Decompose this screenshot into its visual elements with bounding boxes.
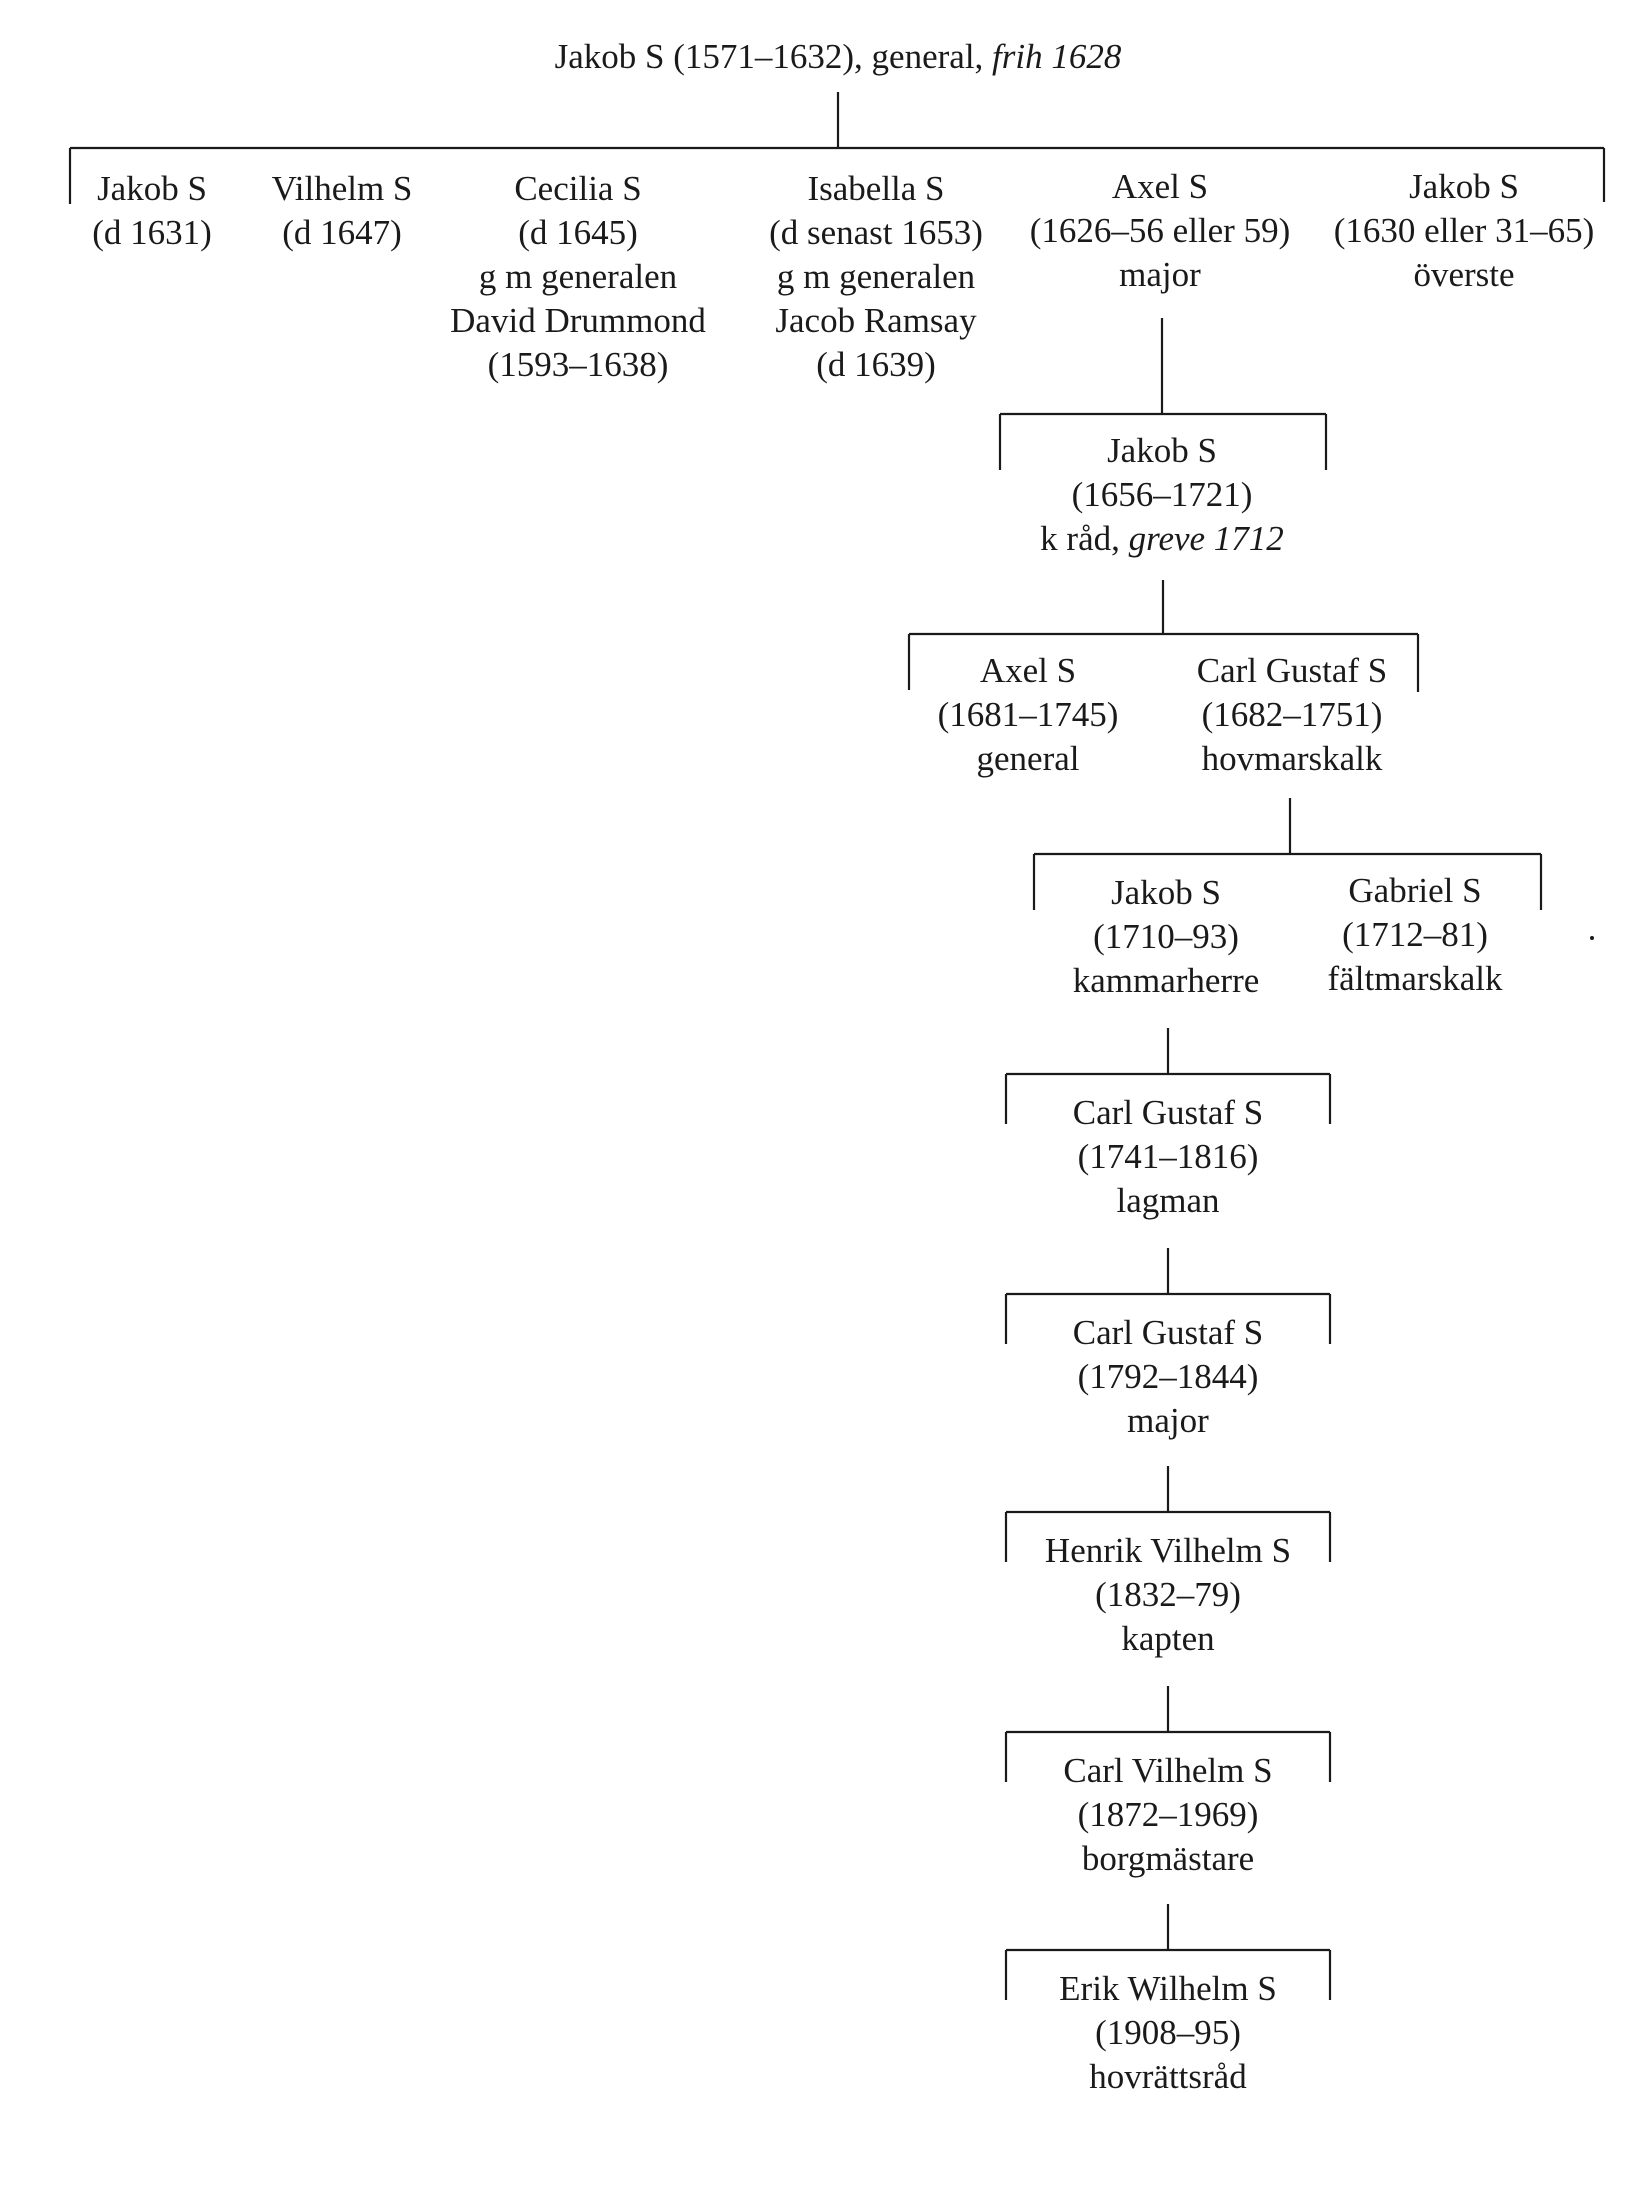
gen1-person-1: Jakob S (d 1631) [92, 169, 212, 252]
person-role: hovmarskalk [1202, 739, 1383, 778]
person-role: general [977, 739, 1080, 778]
person-dates: (1832–79) [1095, 1575, 1241, 1614]
gen1-person-5: Axel S (1626–56 eller 59) major [1030, 167, 1290, 294]
person-role: kapten [1121, 1619, 1214, 1658]
person-role: borgmästare [1082, 1839, 1254, 1878]
gen1-person-2: Vilhelm S (d 1647) [272, 169, 413, 252]
person-dates: (1741–1816) [1078, 1137, 1259, 1176]
person-dates: (1792–1844) [1078, 1357, 1259, 1396]
person-name: Erik Wilhelm S [1059, 1969, 1277, 2008]
person-name: Carl Gustaf S [1197, 651, 1388, 690]
root-label: Jakob S (1571–1632), general, frih 1628 [555, 37, 1122, 76]
gen2-person: Jakob S (1656–1721) k råd, greve 1712 [1040, 431, 1284, 558]
gen1-person-3: Cecilia S (d 1645) g m generalen David D… [450, 169, 706, 384]
person-info: David Drummond [450, 301, 706, 340]
person-role-text: k råd, [1040, 519, 1128, 558]
person-role: fältmarskalk [1328, 959, 1503, 998]
person-name: Cecilia S [514, 169, 641, 208]
person-role: major [1127, 1401, 1209, 1440]
root-name-dates: Jakob S (1571–1632), general, [555, 37, 992, 76]
line-person-2: Carl Gustaf S (1792–1844) major [1073, 1313, 1264, 1440]
line-person-3: Henrik Vilhelm S (1832–79) kapten [1045, 1531, 1291, 1658]
gen4-person-2: Gabriel S (1712–81) fältmarskalk [1328, 871, 1503, 998]
gen3-person-2: Carl Gustaf S (1682–1751) hovmarskalk [1197, 651, 1388, 778]
person-title: greve 1712 [1129, 519, 1284, 558]
person-info: g m generalen [479, 257, 677, 296]
person-name: Jakob S [1111, 873, 1221, 912]
line-person-5: Erik Wilhelm S (1908–95) hovrättsråd [1059, 1969, 1277, 2096]
person-name: Jakob S [1107, 431, 1217, 470]
person-info: Jacob Ramsay [775, 301, 977, 340]
person-role: lagman [1116, 1181, 1219, 1220]
person-name: Axel S [1112, 167, 1208, 206]
gen4-person-1: Jakob S (1710–93) kammarherre [1073, 873, 1260, 1000]
tree-connector-lines [68, 92, 1606, 2000]
person-dates: (1656–1721) [1072, 475, 1253, 514]
root-title: frih 1628 [992, 37, 1122, 76]
person-name: Jakob S [1409, 167, 1519, 206]
person-name: Carl Gustaf S [1073, 1093, 1264, 1132]
person-dates: (1682–1751) [1202, 695, 1383, 734]
person-info: (1626–56 eller 59) [1030, 211, 1290, 250]
person-name: Gabriel S [1348, 871, 1481, 910]
person-dates: (1908–95) [1095, 2013, 1241, 2052]
stray-dot [1590, 936, 1594, 940]
person-info: g m generalen [777, 257, 975, 296]
gen3-person-1: Axel S (1681–1745) general [938, 651, 1119, 778]
person-name: Carl Gustaf S [1073, 1313, 1264, 1352]
person-info: (d 1647) [282, 213, 402, 252]
person-info: (d 1645) [518, 213, 638, 252]
person-dates: (1872–1969) [1078, 1795, 1259, 1834]
person-name: Henrik Vilhelm S [1045, 1531, 1291, 1570]
gen1-person-6: Jakob S (1630 eller 31–65) överste [1334, 167, 1594, 294]
person-name: Axel S [980, 651, 1076, 690]
person-dates: (1710–93) [1093, 917, 1239, 956]
person-name: Jakob S [97, 169, 207, 208]
line-person-1: Carl Gustaf S (1741–1816) lagman [1073, 1093, 1264, 1220]
person-info: (1630 eller 31–65) [1334, 211, 1594, 250]
person-name: Carl Vilhelm S [1063, 1751, 1272, 1790]
person-info: överste [1413, 255, 1514, 294]
person-dates: (1681–1745) [938, 695, 1119, 734]
person-info: (d 1631) [92, 213, 212, 252]
person-info: (d 1639) [816, 345, 936, 384]
person-info: major [1119, 255, 1201, 294]
gen1-person-4: Isabella S (d senast 1653) g m generalen… [769, 169, 983, 384]
person-dates: (1712–81) [1342, 915, 1488, 954]
person-role: hovrättsråd [1089, 2057, 1247, 2096]
person-role: kammarherre [1073, 961, 1260, 1000]
person-info: (1593–1638) [488, 345, 669, 384]
person-name: Isabella S [807, 169, 944, 208]
person-name: Vilhelm S [272, 169, 413, 208]
person-role: k råd, greve 1712 [1040, 519, 1284, 558]
line-person-4: Carl Vilhelm S (1872–1969) borgmästare [1063, 1751, 1272, 1878]
person-info: (d senast 1653) [769, 213, 983, 252]
